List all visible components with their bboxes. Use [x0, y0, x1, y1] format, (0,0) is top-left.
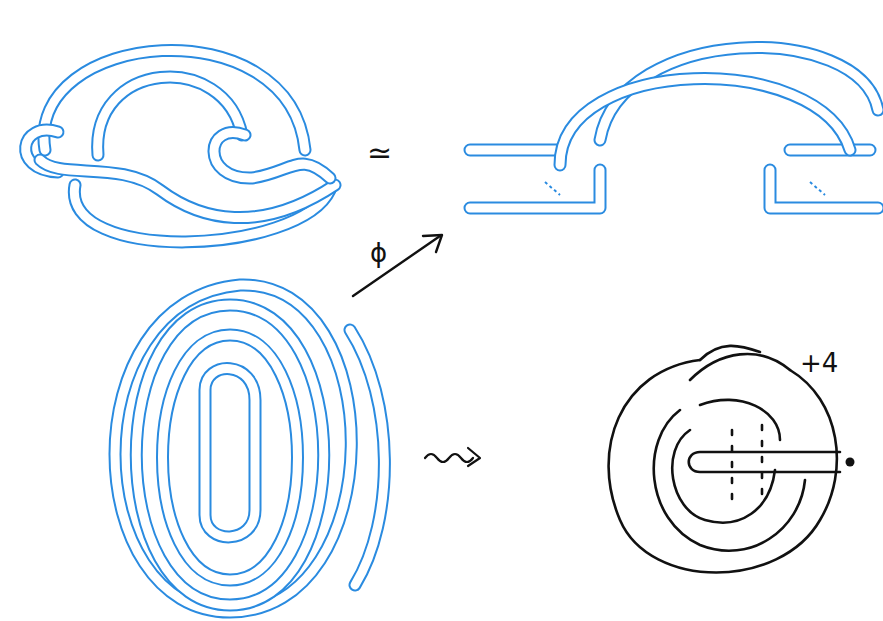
- math-label: ≃: [367, 138, 392, 168]
- band-surface-left: [26, 50, 335, 241]
- dotted-band: [545, 182, 825, 195]
- band-surface-bottom: [115, 285, 384, 612]
- kirby-diagram: [609, 346, 855, 573]
- band-surface-right: [470, 48, 878, 208]
- squiggle-arrow: [425, 448, 480, 466]
- math-label: ϕ: [370, 240, 387, 266]
- math-label: +4: [800, 350, 838, 376]
- map-arrow: [353, 235, 442, 296]
